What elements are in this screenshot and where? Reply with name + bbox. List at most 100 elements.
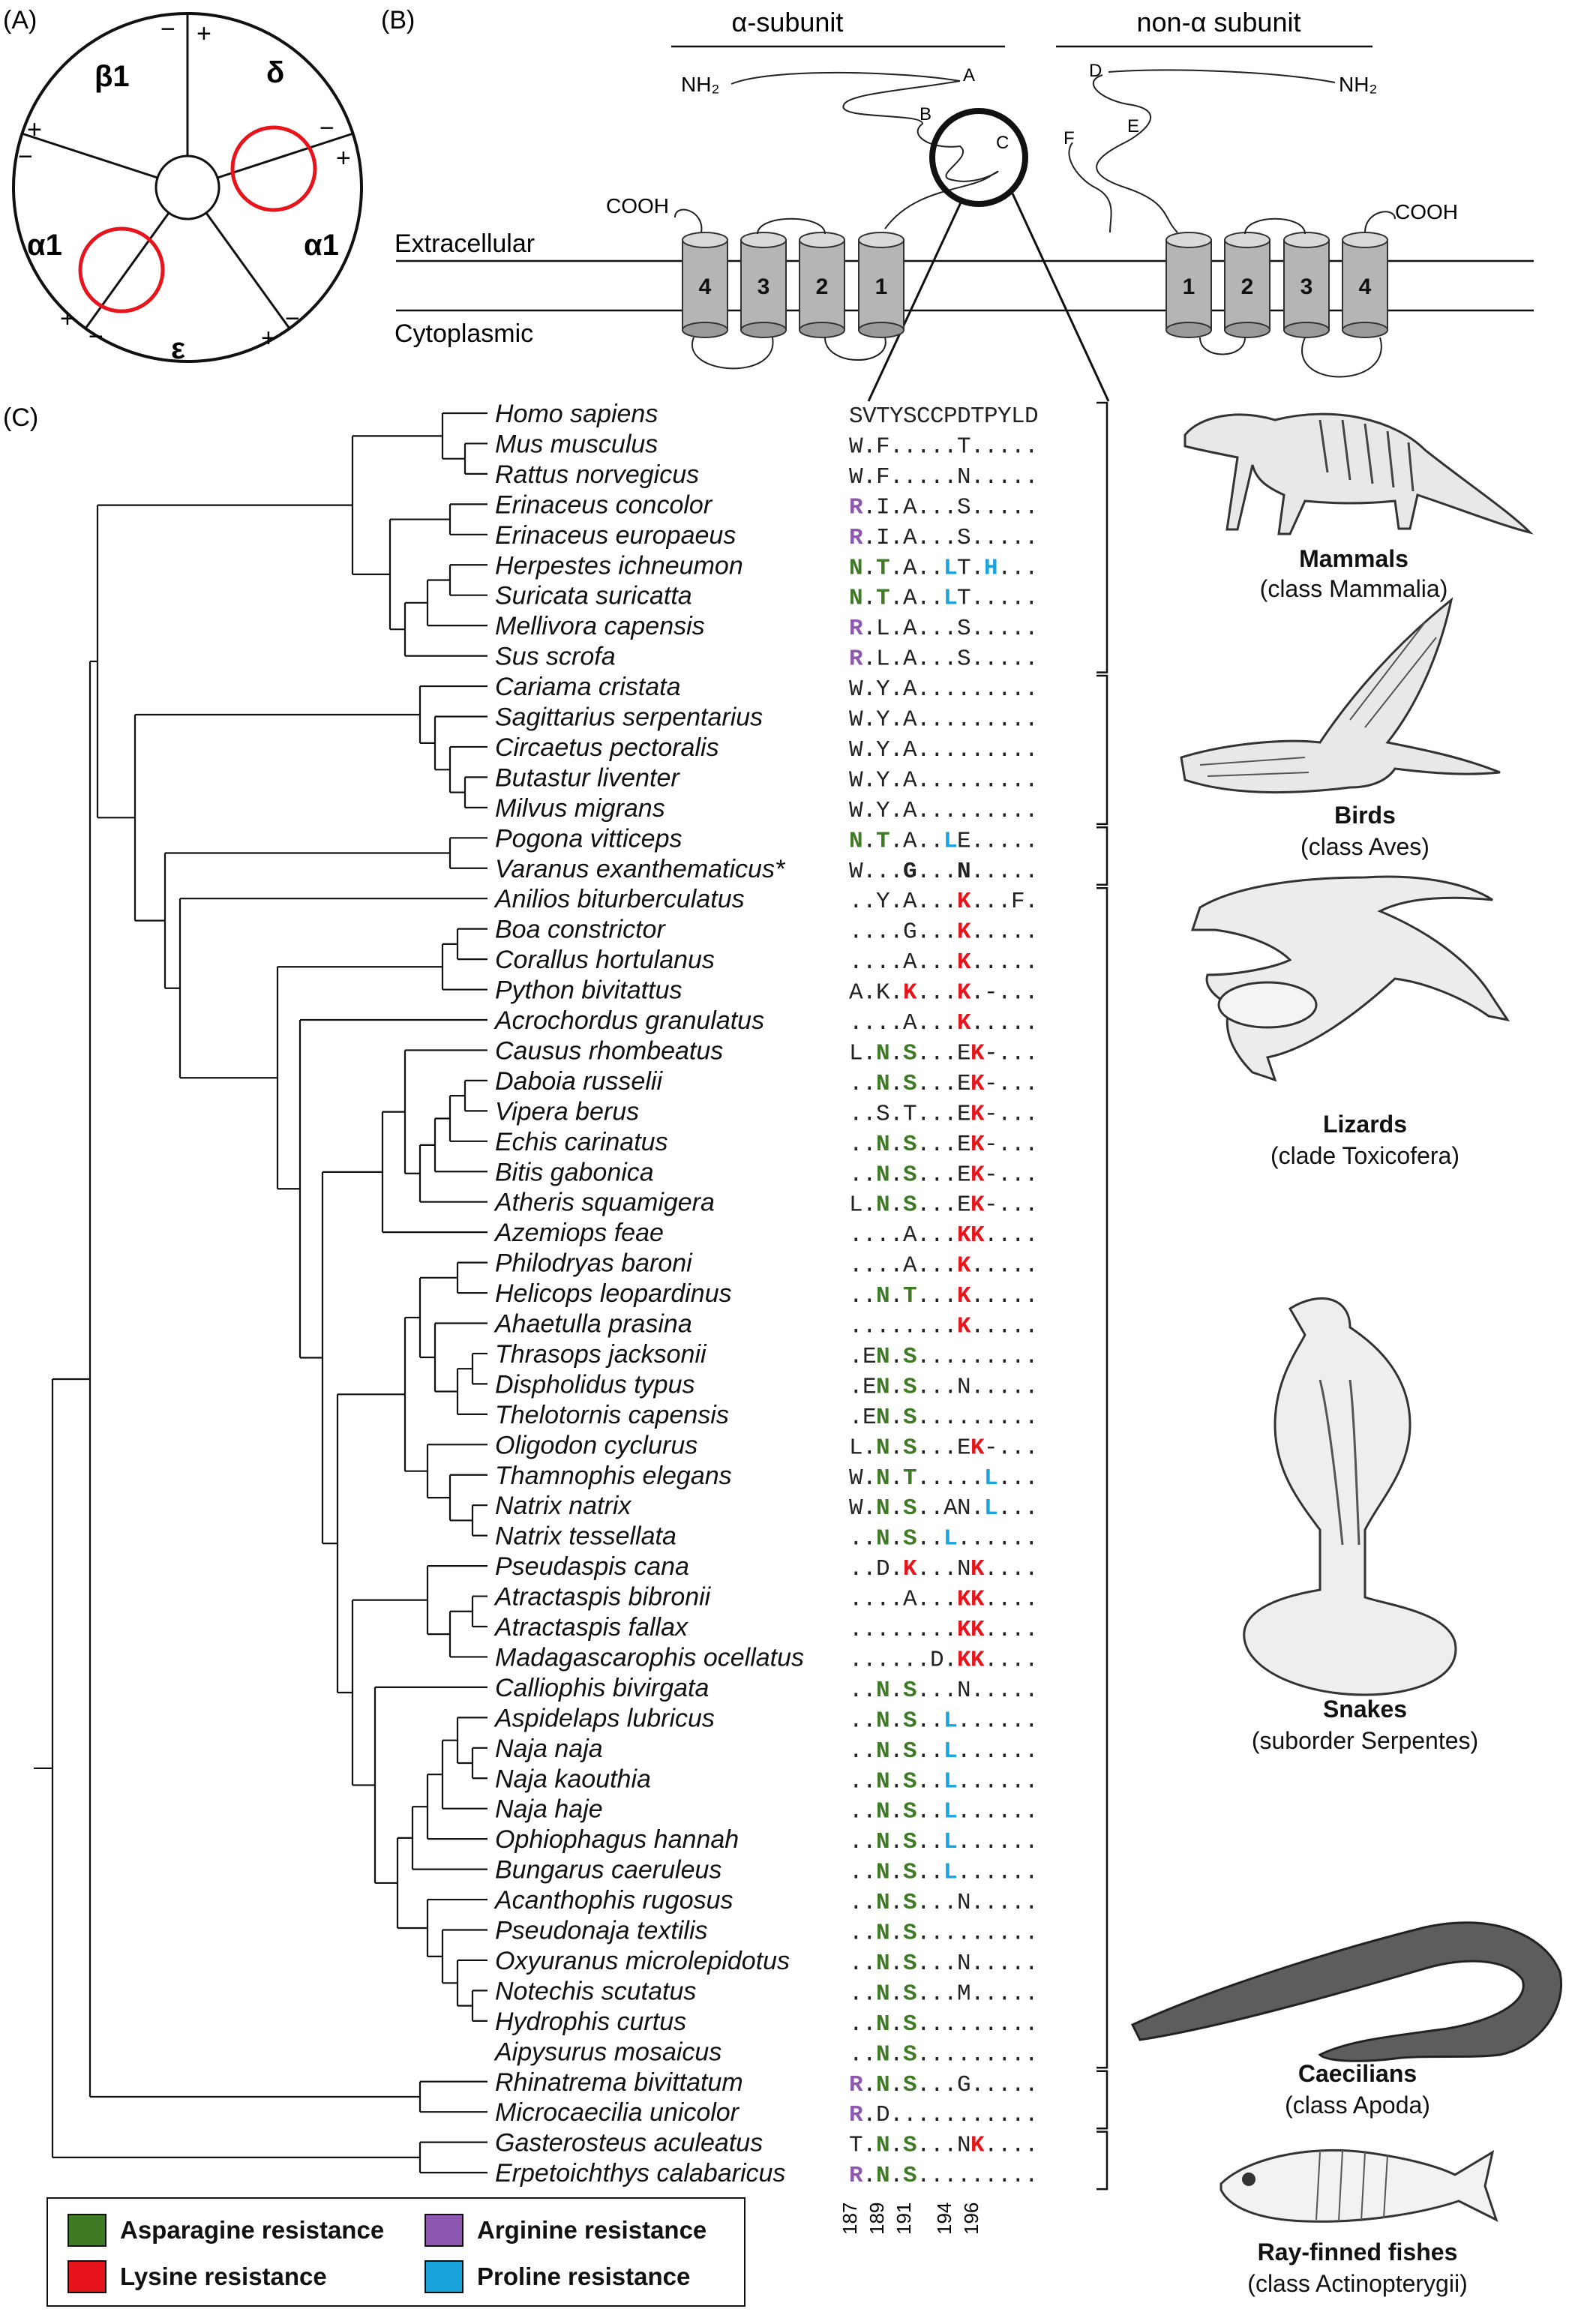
taxon-name: Gasterosteus aculeatus — [495, 2129, 763, 2158]
alignment-row: ..N.S..L...... — [849, 1768, 1039, 1795]
loop-f: F — [1064, 128, 1075, 148]
lysine-swatch — [68, 2260, 106, 2293]
bracket — [1096, 401, 1108, 673]
taxon-name: Thrasops jacksonii — [495, 1340, 707, 1369]
bird-illustration — [1180, 597, 1501, 794]
position-label: 196 — [960, 2203, 982, 2235]
cooh-alpha: COOH — [606, 194, 669, 217]
position-label: 189 — [866, 2203, 888, 2235]
alignment-row: ..S.T...EK-... — [849, 1101, 1039, 1127]
alignment-row: W.Y.A......... — [849, 707, 1039, 733]
arginine-swatch — [424, 2214, 464, 2247]
sign: − — [285, 304, 300, 333]
alpha-subunit-label: α-subunit — [732, 7, 844, 37]
bracket — [1096, 674, 1108, 826]
group-name-mammals: Mammals — [1299, 545, 1408, 572]
binding-site-alpha-delta — [230, 125, 317, 212]
taxon-name: Acanthophis rugosus — [494, 1886, 734, 1915]
alignment-row: ....A...K..... — [849, 949, 1039, 976]
loop — [757, 217, 826, 235]
group-name-caecilians: Caecilians — [1298, 2060, 1417, 2087]
taxon-name: Atractaspis fallax — [494, 1613, 688, 1642]
taxon-name: Homo sapiens — [495, 400, 658, 428]
alignment-row: ..N.S......... — [849, 2011, 1039, 2038]
taxon-name: Python bivitattus — [495, 976, 682, 1005]
helix-number: 2 — [1241, 274, 1254, 299]
helix: 1 — [1166, 232, 1212, 338]
sign: + — [60, 304, 75, 333]
taxon-name: Philodryas baroni — [495, 1249, 693, 1278]
alignment-row: R.L.A...S..... — [849, 646, 1039, 673]
taxon-name: Atheris squamigera — [494, 1189, 715, 1217]
subunit-delta: δ — [266, 56, 284, 89]
sign: + — [336, 144, 351, 172]
asparagine-swatch — [68, 2214, 106, 2247]
position-label: 191 — [892, 2203, 915, 2235]
helix-number: 4 — [699, 274, 712, 299]
panel-b-label: (B) — [381, 6, 415, 34]
loop — [1199, 337, 1246, 355]
sign: − — [320, 114, 334, 142]
legend-label: Asparagine resistance — [120, 2216, 385, 2244]
sign: + — [261, 324, 276, 352]
taxon-name: Butastur liventer — [495, 763, 680, 792]
legend-item-asparagine: Asparagine resistance — [68, 2209, 384, 2251]
alignment-row: W.Y.A......... — [849, 737, 1039, 763]
taxon-name: Sagittarius serpentarius — [495, 703, 763, 732]
alignment-row: R.I.A...S..... — [849, 494, 1039, 520]
sign: − — [160, 15, 176, 43]
taxon-name: Helicops leopardinus — [495, 1279, 732, 1308]
taxon-name: Aspidelaps lubricus — [494, 1704, 715, 1732]
taxon-name: Ahaetulla prasina — [494, 1310, 692, 1339]
taxon-name: Naja haje — [495, 1795, 603, 1824]
legend-item-lysine: Lysine resistance — [68, 2256, 327, 2298]
alignment-row: ..N.T...K..... — [849, 1283, 1039, 1309]
taxon-name: Acrochordus granulatus — [494, 1006, 764, 1035]
group-sub-snakes: (suborder Serpentes) — [1252, 1727, 1478, 1754]
taxon-name: Erpetoichthys calabaricus — [495, 2159, 785, 2188]
loop — [1301, 337, 1382, 378]
loop-e: E — [1127, 116, 1139, 136]
mongoose-illustration — [1184, 412, 1534, 535]
legend-item-arginine: Arginine resistance — [424, 2209, 706, 2251]
caecilian-illustration — [1130, 1921, 1562, 2062]
alignment-row: ..Y.A...K...F. — [849, 889, 1039, 915]
taxon-name: Mus musculus — [495, 430, 658, 458]
alignment-row: ..N.S...EK-... — [849, 1162, 1039, 1188]
helix: 3 — [1283, 232, 1330, 338]
position-label: 187 — [838, 2203, 861, 2235]
taxon-name: Vipera berus — [495, 1097, 639, 1126]
fish-illustration — [1220, 2149, 1498, 2223]
alignment-row: ..N.S......... — [849, 2041, 1039, 2068]
loop — [824, 337, 886, 361]
alignment-row: .EN.S...N..... — [849, 1374, 1039, 1400]
legend-label: Lysine resistance — [120, 2263, 327, 2290]
taxon-name: Varanus exanthematicus* — [495, 855, 786, 883]
bracket — [1096, 886, 1108, 2069]
helix-number: 2 — [816, 274, 829, 299]
legend-label: Proline resistance — [477, 2263, 691, 2290]
group-sub-caecilians: (class Apoda) — [1285, 2092, 1430, 2119]
helix-number: 3 — [1300, 274, 1313, 299]
sign: + — [196, 19, 212, 48]
taxon-name: Mellivora capensis — [495, 612, 705, 640]
alignment-row: SVTYSCCPDTPYLD — [849, 403, 1039, 430]
alignment-row: W.F.....N..... — [849, 464, 1039, 490]
loop-a: A — [963, 65, 975, 85]
taxon-name: Notechis scutatus — [495, 1977, 696, 2005]
helix-number: 4 — [1359, 274, 1372, 299]
taxon-name: Thamnophis elegans — [495, 1462, 732, 1490]
alignment-row: ......D.KK.... — [849, 1647, 1039, 1673]
alignment-row: R.N.S...G..... — [849, 2072, 1039, 2098]
taxon-name: Aipysurus mosaicus — [494, 2038, 722, 2066]
sign: − — [18, 142, 33, 171]
receptor-pentamer-diagram: β1 δ α1 ε α1 − + − + − + − + − + — [12, 12, 363, 365]
bracket — [1096, 2131, 1108, 2191]
subunit-beta1: β1 — [94, 60, 130, 93]
panel-c-label: (C) — [3, 403, 38, 432]
taxon-name: Hydrophis curtus — [495, 2008, 686, 2036]
binding-site-alpha-epsilon — [78, 226, 165, 313]
